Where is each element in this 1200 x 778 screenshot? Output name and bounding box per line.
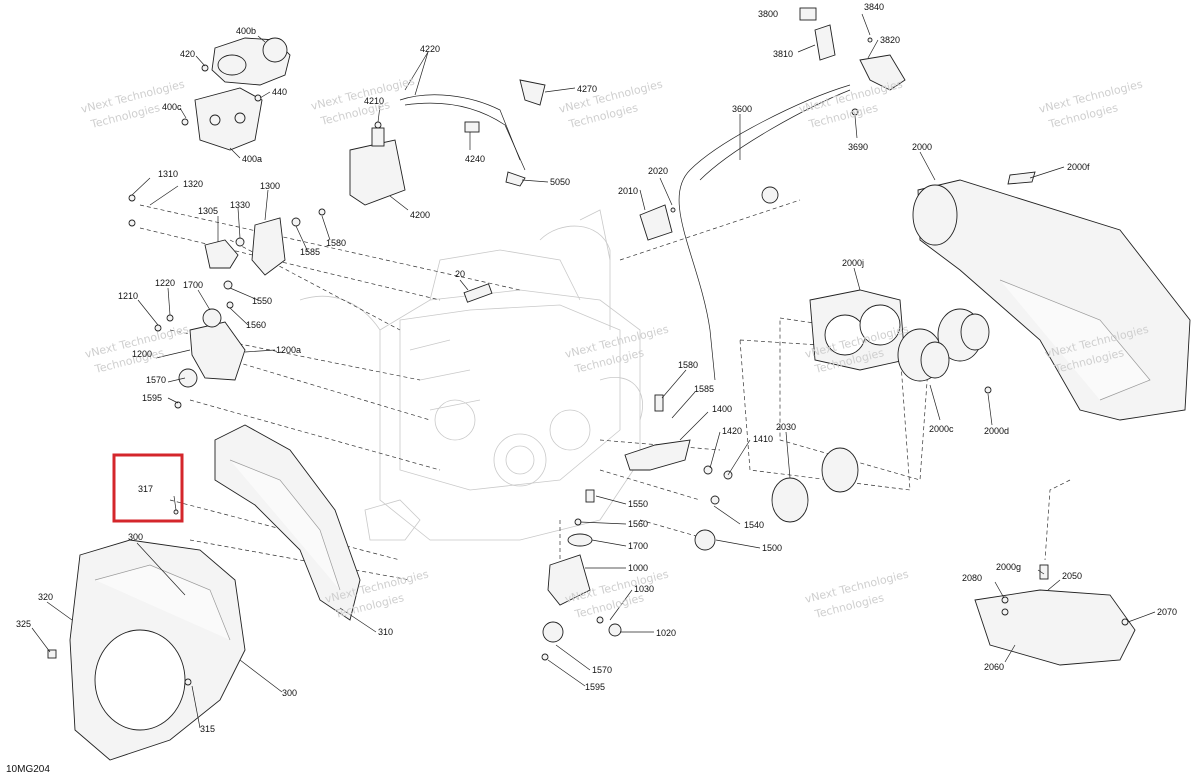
part-label[interactable]: 1585	[300, 247, 320, 257]
torque-rod-1400	[624, 394, 733, 551]
throttle-lever-3820	[799, 7, 906, 91]
part-label[interactable]: 1560	[628, 519, 648, 529]
part-label[interactable]: 20	[455, 269, 465, 279]
engine-block-ghost	[299, 209, 643, 541]
part-label[interactable]: 1000	[628, 563, 648, 573]
part-label[interactable]: 2010	[618, 186, 638, 196]
part-label[interactable]: 3820	[880, 35, 900, 45]
part-label-highlighted[interactable]: 317	[138, 484, 153, 494]
part-label[interactable]: 1595	[585, 682, 605, 692]
part-label[interactable]: 315	[200, 724, 215, 734]
clamps-2030	[771, 447, 859, 523]
clutch-guard-310	[214, 424, 361, 621]
part-label[interactable]: 1580	[678, 360, 698, 370]
part-label[interactable]: 440	[272, 87, 287, 97]
part-label[interactable]: 1580	[326, 238, 346, 248]
part-label[interactable]: 1220	[155, 278, 175, 288]
part-label[interactable]: 1400	[712, 404, 732, 414]
part-labels: 400b 420 440 400c 400a 4210 4220 4270 42…	[16, 2, 1177, 734]
part-label[interactable]: 2000j	[842, 258, 864, 268]
part-label[interactable]: 2000c	[929, 424, 954, 434]
part-label[interactable]: 320	[38, 592, 53, 602]
part-label[interactable]: 1420	[722, 426, 742, 436]
part-label[interactable]: 1570	[146, 375, 166, 385]
intake-boot-2000c	[897, 308, 992, 394]
part-label[interactable]: 2000	[912, 142, 932, 152]
gasket-2000j	[809, 289, 906, 371]
part-label[interactable]: 3840	[864, 2, 884, 12]
module-2060	[974, 564, 1136, 666]
part-label[interactable]: 1030	[634, 584, 654, 594]
part-label[interactable]: 1550	[252, 296, 272, 306]
part-label[interactable]: 300	[128, 532, 143, 542]
part-label[interactable]: 1200a	[276, 345, 301, 355]
part-label[interactable]: 1305	[198, 206, 218, 216]
part-label[interactable]: 2000d	[984, 426, 1009, 436]
part-label[interactable]: 1300	[260, 181, 280, 191]
part-label[interactable]: 4220	[420, 44, 440, 54]
part-label[interactable]: 4240	[465, 154, 485, 164]
spacer-20	[463, 283, 493, 303]
part-label[interactable]: 2030	[776, 422, 796, 432]
engine-mount-1200	[178, 308, 246, 388]
sensor-2010	[639, 204, 673, 241]
part-label[interactable]: 310	[378, 627, 393, 637]
part-label[interactable]: 2050	[1062, 571, 1082, 581]
part-label[interactable]: 1410	[753, 434, 773, 444]
part-label[interactable]: 1700	[628, 541, 648, 551]
part-label[interactable]: 1020	[656, 628, 676, 638]
part-label[interactable]: 325	[16, 619, 31, 629]
part-label[interactable]: 300	[282, 688, 297, 698]
part-label[interactable]: 1570	[592, 665, 612, 675]
part-label[interactable]: 420	[180, 49, 195, 59]
part-label[interactable]: 1320	[183, 179, 203, 189]
part-label[interactable]: 5050	[550, 177, 570, 187]
part-label[interactable]: 2020	[648, 166, 668, 176]
part-label[interactable]: 2080	[962, 573, 982, 583]
part-label[interactable]: 3690	[848, 142, 868, 152]
leader-lines	[31, 13, 1156, 729]
part-label[interactable]: 1500	[762, 543, 782, 553]
wiring-harness-4220	[399, 79, 546, 187]
throttle-cable-3600	[678, 84, 851, 381]
part-label[interactable]: 2070	[1157, 607, 1177, 617]
part-label[interactable]: 3600	[732, 104, 752, 114]
part-label[interactable]: 2000f	[1067, 162, 1090, 172]
part-label[interactable]: 4210	[364, 96, 384, 106]
part-label[interactable]: 1560	[246, 320, 266, 330]
starter-motor-400b	[211, 37, 291, 86]
part-label[interactable]: 1540	[744, 520, 764, 530]
part-label[interactable]: 3800	[758, 9, 778, 19]
figure-code: 10MG204	[6, 764, 50, 775]
clutch-cover-300	[47, 539, 246, 761]
part-label[interactable]: 400b	[236, 26, 256, 36]
part-label[interactable]: 400a	[242, 154, 262, 164]
part-label[interactable]: 1330	[230, 200, 250, 210]
part-label[interactable]: 1210	[118, 291, 138, 301]
part-label[interactable]: 3810	[773, 49, 793, 59]
part-label[interactable]: 1550	[628, 499, 648, 509]
part-label[interactable]: 1700	[183, 280, 203, 290]
part-label[interactable]: 400c	[162, 102, 182, 112]
engine-mount-1300	[204, 217, 286, 276]
ignition-coil-4200	[349, 127, 406, 206]
bracket-400a	[194, 87, 263, 151]
front-mount-1000	[542, 489, 622, 643]
part-label[interactable]: 1200	[132, 349, 152, 359]
fasteners	[128, 37, 1009, 686]
part-label[interactable]: 1585	[694, 384, 714, 394]
highlight-box-317	[112, 453, 184, 523]
part-label[interactable]: 4270	[577, 84, 597, 94]
part-label[interactable]: 2000g	[996, 562, 1021, 572]
part-label[interactable]: 1310	[158, 169, 178, 179]
part-label[interactable]: 1595	[142, 393, 162, 403]
airbox-2000	[912, 171, 1191, 421]
part-label[interactable]: 2060	[984, 662, 1004, 672]
part-label[interactable]: 4200	[410, 210, 430, 220]
